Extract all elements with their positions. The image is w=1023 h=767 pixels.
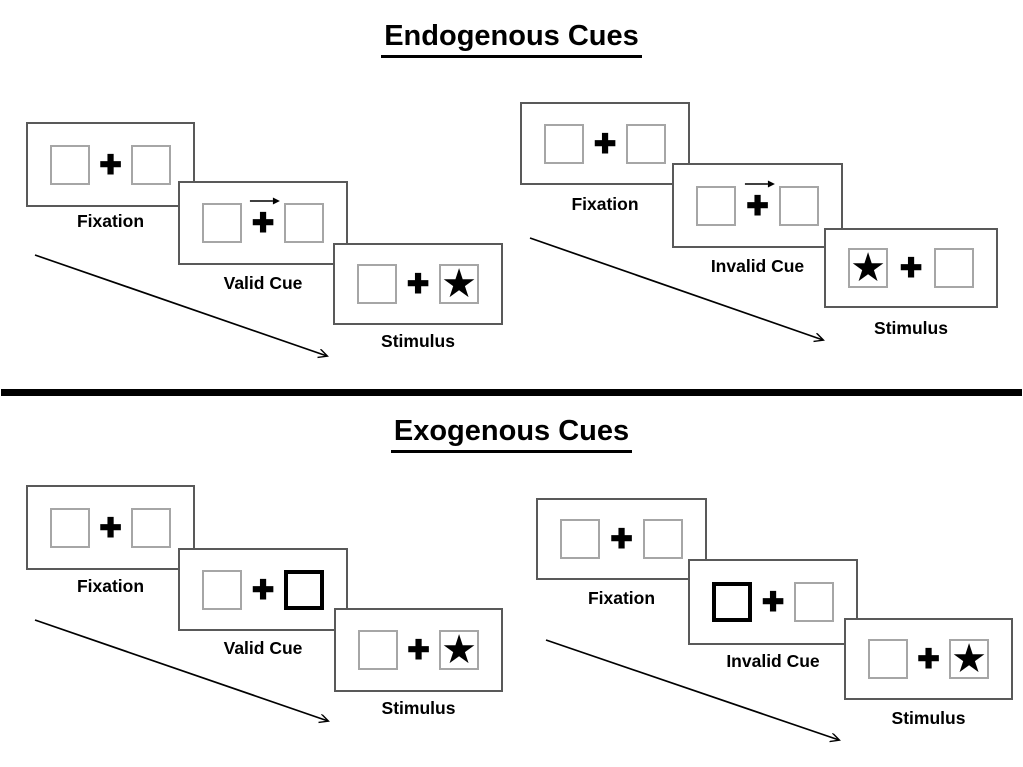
panel-label-fixation: Fixation xyxy=(76,576,145,596)
panel-label-fixation: Fixation xyxy=(76,211,145,231)
stimulus-panel-exogenous-invalid: ✚ ★ xyxy=(844,618,1013,700)
placeholder-box-left xyxy=(560,519,600,559)
target-box-right: ★ xyxy=(949,639,989,679)
cued-box-highlight-left xyxy=(712,582,752,622)
panel-label-stimulus: Stimulus xyxy=(381,331,455,351)
target-box-left: ★ xyxy=(848,248,888,288)
cue-arrow-right-icon xyxy=(249,197,280,205)
fixation-panel-exogenous-valid: ✚ xyxy=(26,485,195,570)
placeholder-box-left xyxy=(357,264,397,304)
section-title-endogenous: Endogenous Cues xyxy=(381,19,642,58)
star-stimulus-icon: ★ xyxy=(850,246,886,290)
placeholder-box-right xyxy=(643,519,683,559)
section-title-exogenous: Exogenous Cues xyxy=(390,414,633,453)
panel-label-stimulus: Stimulus xyxy=(891,708,966,728)
cue-arrow-right-icon xyxy=(744,180,775,187)
panel-label-stimulus: Stimulus xyxy=(874,318,948,338)
panel-label-fixation: Fixation xyxy=(571,194,639,214)
fixation-cross-wrap: ✚ xyxy=(406,269,430,299)
fixation-panel-endogenous-invalid: ✚ xyxy=(520,102,690,185)
fixation-cross-wrap: ✚ xyxy=(744,180,775,221)
fixation-cross-icon: ✚ xyxy=(99,512,122,543)
fixation-cross-wrap: ✚ xyxy=(407,635,430,665)
star-stimulus-icon: ★ xyxy=(441,628,477,672)
panel-label-stimulus: Stimulus xyxy=(381,698,456,718)
fixation-cross-icon: ✚ xyxy=(407,635,430,665)
fixation-cross-wrap: ✚ xyxy=(593,128,617,159)
section-divider xyxy=(1,389,1022,396)
fixation-cross-wrap: ✚ xyxy=(249,197,280,238)
fixation-cross-icon: ✚ xyxy=(746,190,769,221)
fixation-cross-wrap: ✚ xyxy=(251,574,275,605)
placeholder-box-left xyxy=(50,507,90,548)
panel-label-valid-cue: Valid Cue xyxy=(223,273,303,293)
sequence-arrow-exogenous-valid xyxy=(34,619,328,721)
stimulus-panel-endogenous-valid: ✚ ★ xyxy=(333,243,503,325)
fixation-cross-icon: ✚ xyxy=(99,149,122,180)
sequence-arrow-endogenous-valid xyxy=(34,254,327,356)
fixation-cross-icon: ✚ xyxy=(251,574,275,605)
cue-panel-exogenous-invalid: ✚ xyxy=(688,559,858,645)
placeholder-box-left xyxy=(50,144,90,185)
placeholder-box-right xyxy=(284,203,324,243)
fixation-cross-wrap: ✚ xyxy=(899,253,923,283)
fixation-panel-endogenous-valid: ✚ xyxy=(26,122,195,207)
placeholder-box-right xyxy=(934,248,974,288)
placeholder-box-left xyxy=(202,203,242,243)
target-box-right: ★ xyxy=(439,264,479,304)
target-box-right: ★ xyxy=(439,630,479,670)
panel-label-fixation: Fixation xyxy=(587,588,656,608)
placeholder-box-right xyxy=(779,185,819,226)
fixation-cross-icon: ✚ xyxy=(899,253,923,283)
section-header-endogenous: Endogenous Cues xyxy=(0,19,1023,58)
fixation-cross-icon: ✚ xyxy=(917,644,940,674)
panel-label-invalid-cue: Invalid Cue xyxy=(726,651,820,671)
panel-label-invalid-cue: Invalid Cue xyxy=(710,256,805,276)
fixation-cross-icon: ✚ xyxy=(610,524,633,554)
placeholder-box-right xyxy=(626,123,666,164)
fixation-cross-wrap: ✚ xyxy=(99,149,122,180)
fixation-cross-icon: ✚ xyxy=(761,587,785,617)
placeholder-box-left xyxy=(696,185,736,226)
placeholder-box-left xyxy=(868,639,908,679)
fixation-cross-wrap: ✚ xyxy=(761,587,785,617)
fixation-cross-wrap: ✚ xyxy=(917,644,940,674)
sequence-arrow-exogenous-invalid xyxy=(545,639,839,740)
cued-box-highlight-right xyxy=(284,569,324,610)
cue-panel-endogenous-valid: ✚ xyxy=(178,181,348,265)
star-stimulus-icon: ★ xyxy=(951,637,987,681)
fixation-cross-wrap: ✚ xyxy=(99,512,122,543)
stimulus-panel-exogenous-valid: ✚ ★ xyxy=(334,608,503,692)
placeholder-box-left xyxy=(358,630,398,670)
fixation-panel-exogenous-invalid: ✚ xyxy=(536,498,707,580)
placeholder-box-right xyxy=(131,144,171,185)
section-header-exogenous: Exogenous Cues xyxy=(0,414,1023,453)
sequence-arrow-endogenous-invalid xyxy=(529,237,823,340)
placeholder-box-left xyxy=(544,123,584,164)
fixation-cross-icon: ✚ xyxy=(593,128,617,159)
star-stimulus-icon: ★ xyxy=(441,262,477,306)
fixation-cross-wrap: ✚ xyxy=(610,524,633,554)
cue-panel-exogenous-valid: ✚ xyxy=(178,548,348,631)
placeholder-box-right xyxy=(794,582,834,622)
fixation-cross-icon: ✚ xyxy=(251,208,275,238)
fixation-cross-icon: ✚ xyxy=(406,269,430,299)
placeholder-box-right xyxy=(131,507,171,548)
placeholder-box-left xyxy=(202,569,242,610)
cue-panel-endogenous-invalid: ✚ xyxy=(672,163,843,248)
panel-label-valid-cue: Valid Cue xyxy=(223,638,303,658)
stimulus-panel-endogenous-invalid: ★ ✚ xyxy=(824,228,998,308)
